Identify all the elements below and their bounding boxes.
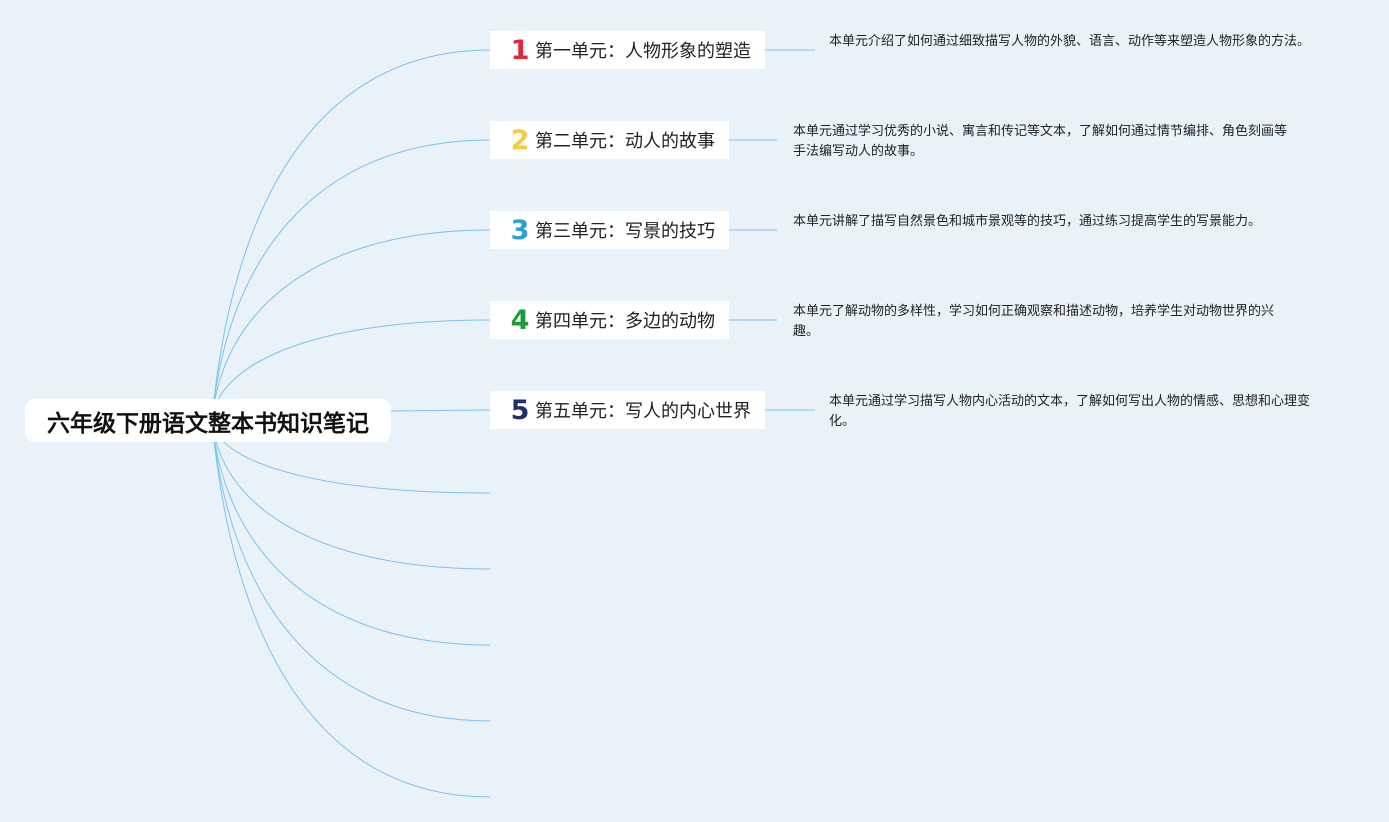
topic-node-unit-5[interactable]: 5 第五单元：写人的内心世界 bbox=[490, 391, 765, 429]
number-2-icon: 2 bbox=[510, 124, 530, 156]
topic-label: 第二单元：动人的故事 bbox=[535, 131, 715, 152]
empty-branch-line-4 bbox=[211, 419, 491, 722]
branch-line-unit-4 bbox=[211, 319, 491, 421]
topic-description-unit-3[interactable]: 本单元讲解了描写自然景色和城市景观等的技巧，通过练习提高学生的写景能力。 bbox=[793, 214, 1262, 229]
topic-description-unit-5[interactable]: 本单元通过学习描写人物内心活动的文本，了解如何写出人物的情感、思想和心理变化。 bbox=[829, 394, 1311, 429]
number-3-icon: 3 bbox=[510, 214, 530, 246]
topic-label: 第一单元：人物形象的塑造 bbox=[535, 41, 751, 62]
topic-description-unit-4[interactable]: 本单元了解动物的多样性，学习如何正确观察和描述动物，培养学生对动物世界的兴趣。 bbox=[793, 304, 1275, 339]
empty-branch-line-3 bbox=[211, 419, 491, 646]
empty-branch-line-2 bbox=[211, 419, 491, 570]
topic-label: 第三单元：写景的技巧 bbox=[535, 221, 715, 242]
number-5-icon: 5 bbox=[510, 394, 530, 426]
topic-node-unit-1[interactable]: 1 第一单元：人物形象的塑造 bbox=[490, 31, 765, 69]
branch-line-unit-5 bbox=[390, 409, 491, 412]
number-1-icon: 1 bbox=[510, 34, 530, 66]
topic-node-unit-4[interactable]: 4 第四单元：多边的动物 bbox=[490, 301, 729, 339]
branch-line-unit-1 bbox=[211, 49, 491, 421]
topic-description-unit-2[interactable]: 本单元通过学习优秀的小说、寓言和传记等文本，了解如何通过情节编排、角色刻画等手法… bbox=[793, 124, 1288, 159]
branch-line-unit-2 bbox=[211, 139, 491, 421]
number-4-icon: 4 bbox=[510, 304, 530, 336]
branch-line-unit-3 bbox=[211, 229, 491, 421]
root-node[interactable]: 六年级下册语文整本书知识笔记 bbox=[25, 399, 391, 442]
root-title: 六年级下册语文整本书知识笔记 bbox=[47, 410, 369, 437]
topic-node-unit-3[interactable]: 3 第三单元：写景的技巧 bbox=[490, 211, 729, 249]
topic-label: 第五单元：写人的内心世界 bbox=[535, 401, 751, 422]
topic-label: 第四单元：多边的动物 bbox=[535, 311, 715, 332]
topic-description-unit-1[interactable]: 本单元介绍了如何通过细致描写人物的外貌、语言、动作等来塑造人物形象的方法。 bbox=[829, 34, 1311, 49]
empty-branch-line-5 bbox=[211, 419, 491, 798]
topic-node-unit-2[interactable]: 2 第二单元：动人的故事 bbox=[490, 121, 729, 159]
